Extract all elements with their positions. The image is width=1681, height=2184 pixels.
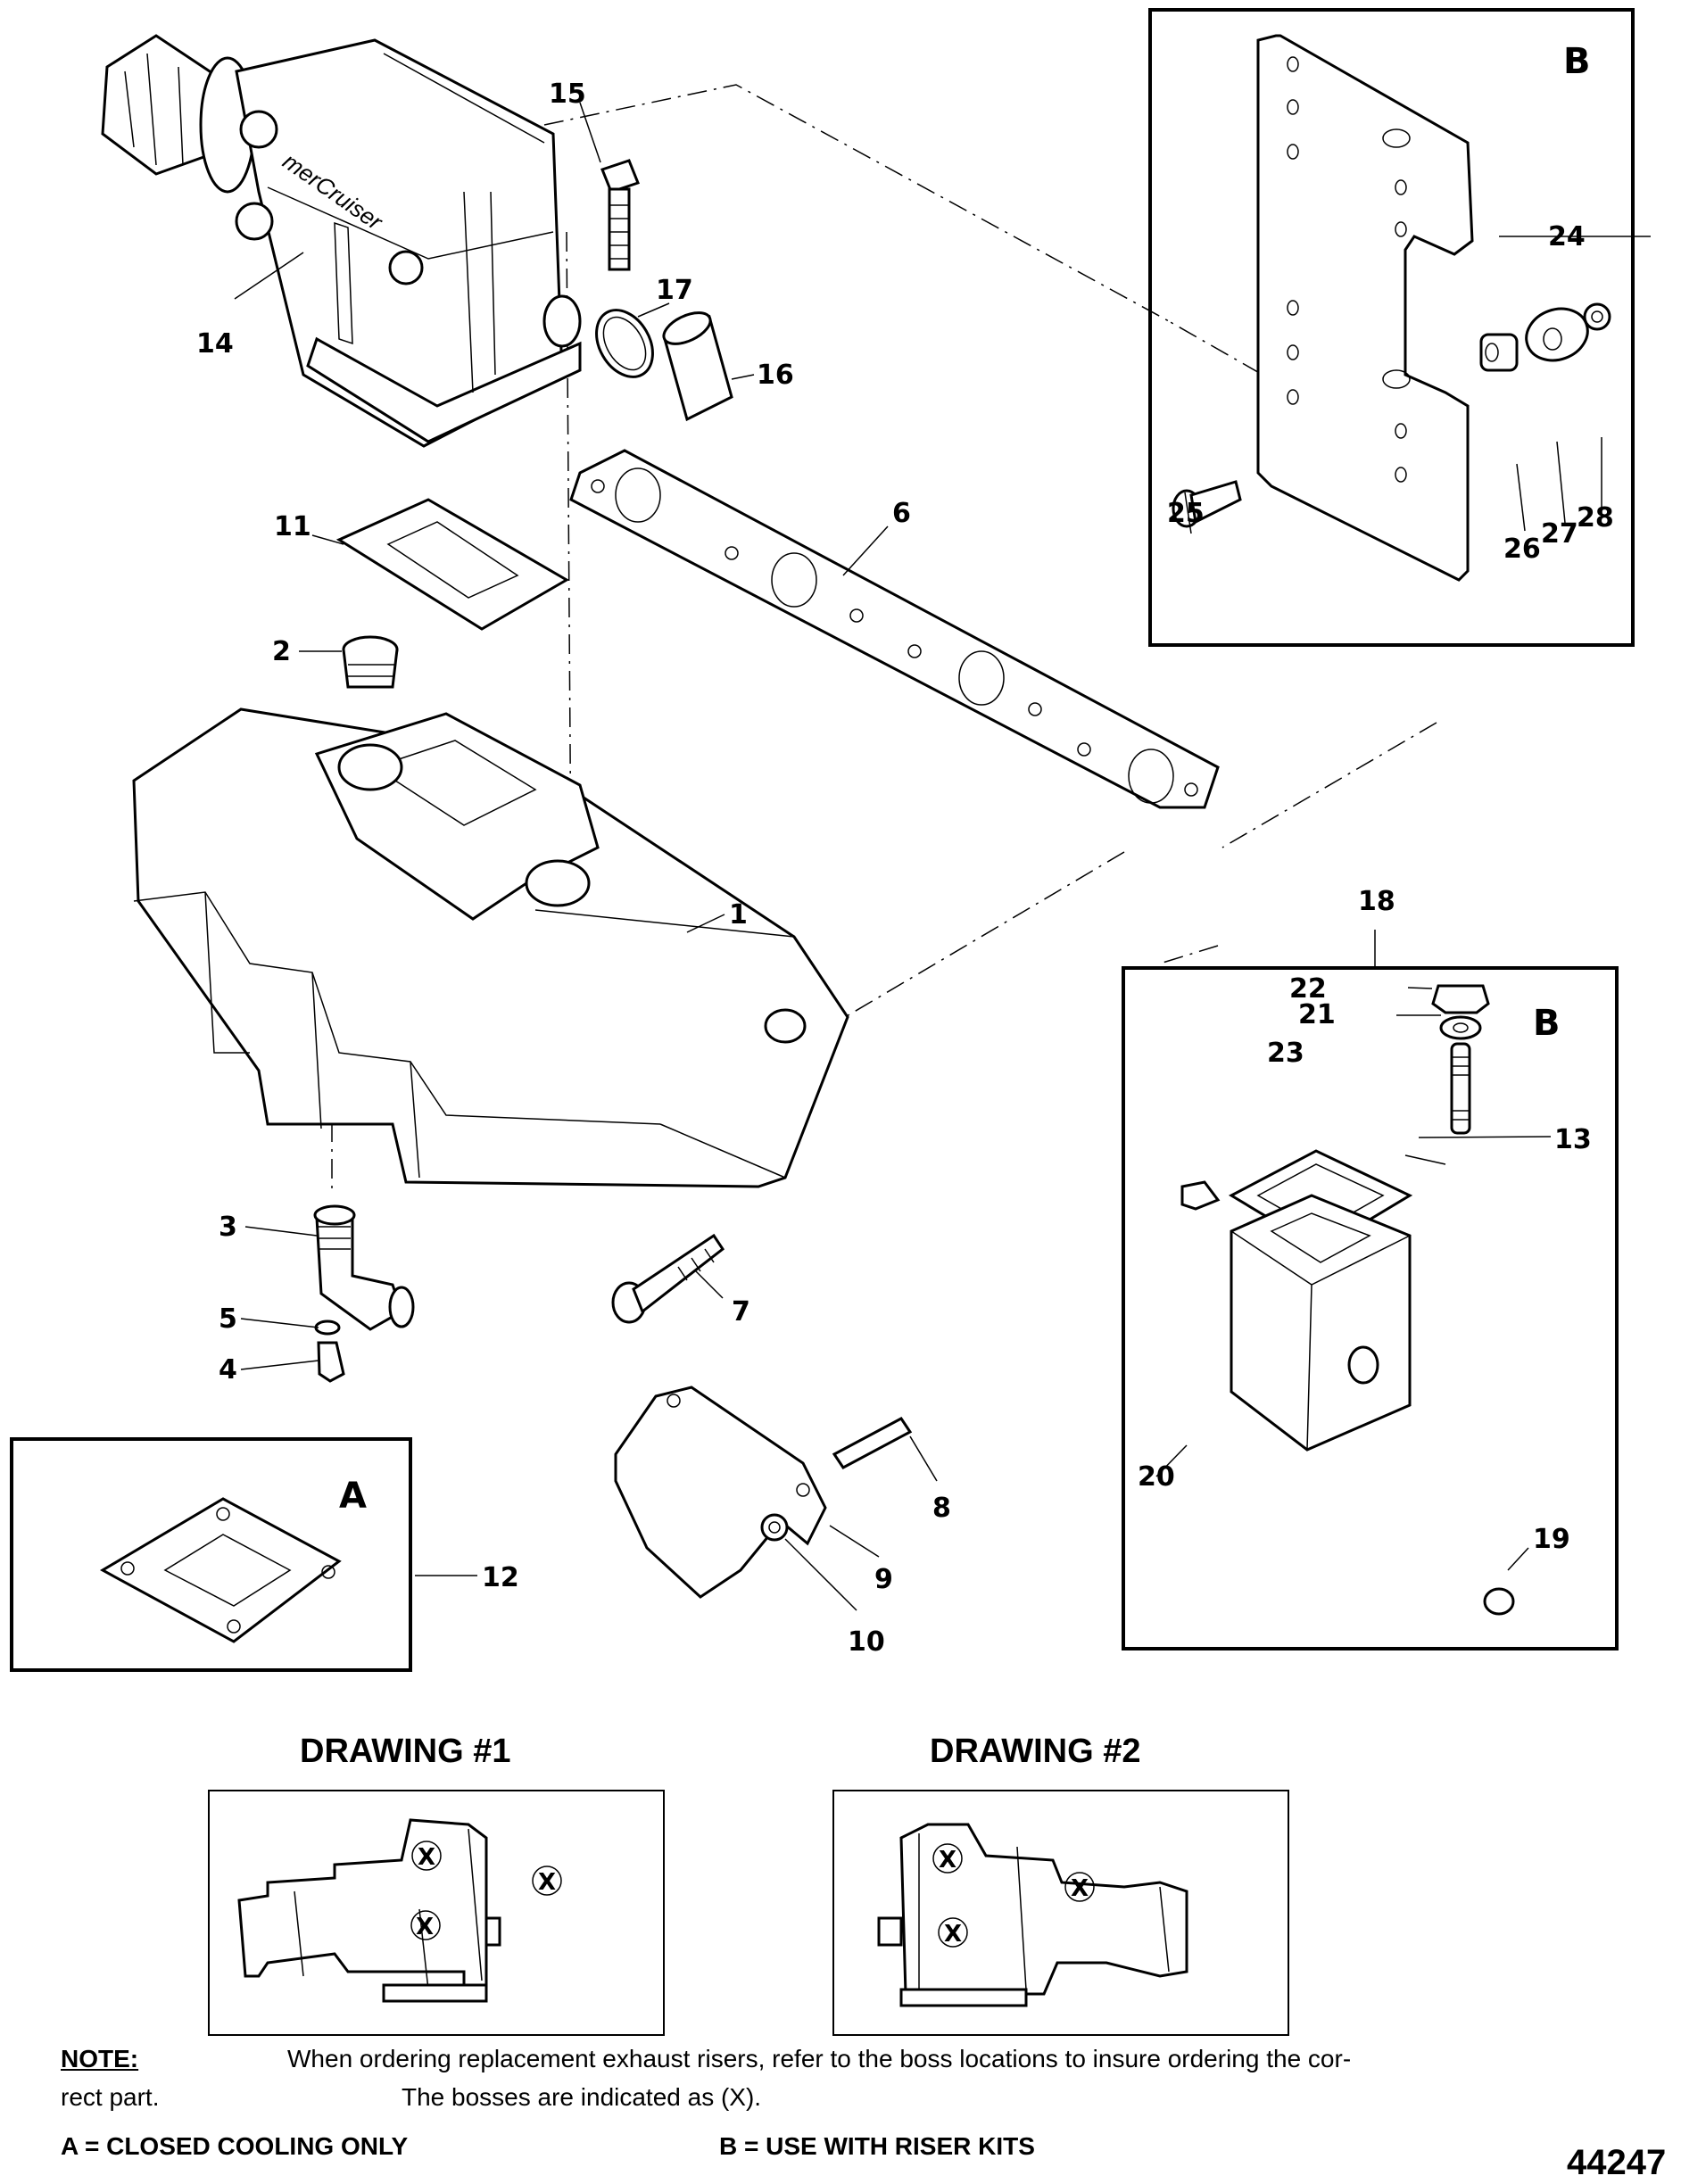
part-24-riser-plate <box>1256 34 1474 582</box>
part-23-stud <box>1450 1042 1471 1135</box>
boss-mark-2b: X <box>944 1921 962 1948</box>
part-3-elbow-fitting <box>313 1204 415 1331</box>
callout-28: 28 <box>1577 502 1614 534</box>
callout-26: 26 <box>1503 534 1541 565</box>
callout-4: 4 <box>219 1354 237 1386</box>
part-5-o-ring <box>314 1320 341 1336</box>
part-21-washer <box>1439 1015 1482 1040</box>
part-22-nut <box>1431 984 1490 1014</box>
callout-11: 11 <box>274 511 311 542</box>
callout-3: 3 <box>219 1212 237 1243</box>
drawing-1-riser-side-view: X X X <box>237 1818 562 2003</box>
part-16-hose <box>662 311 733 422</box>
note-label: NOTE: <box>61 2045 139 2072</box>
part-6-manifold-gasket <box>569 449 1220 809</box>
part-27-washer <box>1525 307 1589 362</box>
callout-6: 6 <box>892 498 911 529</box>
callout-25: 25 <box>1167 498 1205 529</box>
note-line-2-start: rect part. <box>61 2083 160 2111</box>
inset-b-letter-bottom: B <box>1533 1003 1561 1044</box>
part-18-riser-block <box>1230 1194 1412 1452</box>
callout-23: 23 <box>1267 1038 1304 1069</box>
drawing-2-riser-side-view: X X X <box>877 1823 1188 2007</box>
callout-13: 13 <box>1554 1124 1592 1155</box>
legend-a: A = CLOSED COOLING ONLY <box>61 2132 409 2160</box>
note-line-2-rest: The bosses are indicated as (X). <box>402 2083 762 2111</box>
callout-8: 8 <box>932 1493 951 1524</box>
part-17-hose-clamp <box>595 309 654 378</box>
callout-15: 15 <box>549 79 586 110</box>
part-14-exhaust-riser: merCruiser <box>101 34 582 448</box>
drawing-1-title: DRAWING #1 <box>300 1733 511 1770</box>
callout-19: 19 <box>1533 1524 1570 1555</box>
leader-lines <box>234 102 1651 1611</box>
callout-21: 21 <box>1298 999 1336 1030</box>
callout-7: 7 <box>732 1296 750 1328</box>
boss-mark-2a: X <box>939 1847 956 1874</box>
legend-b: B = USE WITH RISER KITS <box>719 2132 1035 2160</box>
callout-27: 27 <box>1541 518 1578 550</box>
part-11-riser-gasket <box>335 498 569 631</box>
part-1-exhaust-manifold <box>132 707 849 1188</box>
callout-2: 2 <box>272 636 291 667</box>
boss-mark-1c: X <box>538 1869 556 1896</box>
figure-number: 44247 <box>1567 2143 1667 2182</box>
inset-a-closed-cooling <box>10 1437 412 1672</box>
callout-5: 5 <box>219 1303 237 1335</box>
callout-labels: 1 2 3 4 5 6 7 8 9 10 11 12 13 14 15 16 1… <box>196 79 1614 1658</box>
part-7-bolt <box>611 1233 725 1324</box>
callout-10: 10 <box>848 1626 885 1658</box>
callout-24: 24 <box>1548 221 1586 252</box>
part-15-bolt <box>600 159 640 271</box>
callout-17: 17 <box>656 275 693 306</box>
part-12-gasket <box>99 1497 342 1643</box>
boss-mark-1b: X <box>416 1914 434 1940</box>
drawing-2-box <box>832 1790 1289 2036</box>
part-20-plug <box>1180 1180 1221 1211</box>
callout-20: 20 <box>1138 1461 1175 1493</box>
part-19-plug <box>1483 1587 1515 1616</box>
drawing-2-title: DRAWING #2 <box>930 1733 1141 1770</box>
inset-b-letter-top: B <box>1563 41 1591 82</box>
part-28-nut <box>1583 302 1611 331</box>
part-8-stud <box>832 1417 913 1469</box>
boss-mark-2c: X <box>1071 1875 1089 1902</box>
drawing-1-box <box>208 1790 665 2036</box>
part-26-spacer <box>1479 333 1519 372</box>
part-4-drain-plug <box>317 1341 345 1383</box>
callout-9: 9 <box>874 1564 893 1595</box>
part-10-nut <box>760 1513 789 1542</box>
part-2-pipe-plug <box>342 635 399 689</box>
part-25-bolt <box>1172 480 1242 528</box>
note-line-1: When ordering replacement exhaust risers… <box>287 2045 1352 2072</box>
inset-b-plate-kit <box>1148 8 1635 647</box>
callout-1: 1 <box>729 899 748 931</box>
callout-12: 12 <box>482 1562 519 1593</box>
callout-16: 16 <box>757 360 794 391</box>
inset-b-riser-kit <box>1122 966 1619 1650</box>
boss-mark-1a: X <box>418 1844 435 1871</box>
callout-14: 14 <box>196 328 234 360</box>
inset-a-letter: A <box>339 1476 367 1517</box>
callout-22: 22 <box>1289 973 1327 1005</box>
part-9-bracket <box>614 1386 827 1599</box>
callout-18: 18 <box>1358 886 1395 917</box>
